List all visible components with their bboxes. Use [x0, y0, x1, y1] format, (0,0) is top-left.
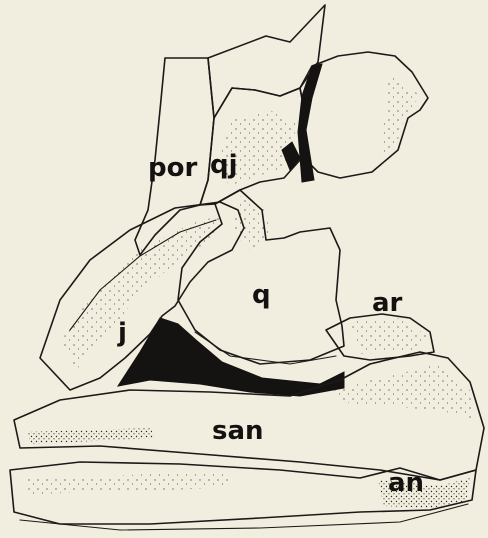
label-j: j	[118, 320, 127, 346]
angular-lower-edge	[20, 504, 468, 530]
label-an: an	[388, 470, 424, 496]
dark-suture-upper	[298, 64, 322, 182]
label-por: por	[148, 155, 197, 181]
label-qj: qj	[210, 152, 238, 178]
articular-stipple	[350, 318, 428, 354]
dark-shadow-lower	[118, 318, 344, 396]
surangular-dense-stipple	[28, 428, 156, 444]
label-q: q	[252, 282, 271, 308]
surangular-stipple	[330, 364, 474, 420]
angular-stipple	[24, 472, 230, 494]
squamosal-stipple	[380, 70, 420, 160]
quadrate-stipple	[232, 196, 270, 250]
label-san: san	[212, 418, 264, 444]
label-ar: ar	[372, 290, 402, 316]
